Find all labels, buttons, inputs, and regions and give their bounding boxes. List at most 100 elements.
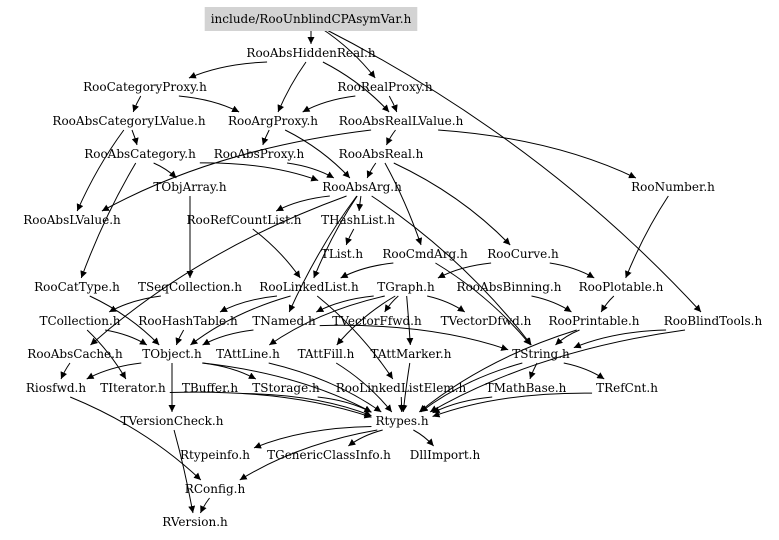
node-tseqcoll: TSeqCollection.h xyxy=(138,280,242,294)
node-tgeneric: TGenericClassInfo.h xyxy=(267,448,391,462)
edge-plotable-to-printable xyxy=(600,295,615,313)
node-curve: RooCurve.h xyxy=(487,247,559,261)
edge-tstorage-to-rtypes xyxy=(317,396,372,413)
node-label: TMathBase.h xyxy=(486,381,567,395)
edge-tnamed-to-tobject xyxy=(202,329,254,346)
node-label: RooAbsCategoryLValue.h xyxy=(52,114,205,128)
edge-roonumber-to-plotable xyxy=(625,195,669,279)
node-label: RooRealProxy.h xyxy=(337,80,432,94)
node-absreallv: RooAbsRealLValue.h xyxy=(339,114,464,128)
node-linkedelem: RooLinkedListElem.h xyxy=(336,381,467,395)
edge-absarg-to-tstring xyxy=(371,195,532,346)
edge-curve-to-tgraph xyxy=(437,262,492,279)
node-label: TSeqCollection.h xyxy=(138,280,242,294)
edge-tgraph-to-tattline xyxy=(268,295,385,346)
node-label: RooAbsHiddenReal.h xyxy=(246,46,375,60)
node-label: RooHashTable.h xyxy=(138,314,238,328)
edge-absarg-to-refcount xyxy=(275,195,330,212)
edge-trefcnt-to-rtypes xyxy=(432,392,593,418)
node-tobject: TObject.h xyxy=(142,347,202,361)
node-tattfill: TAttFill.h xyxy=(298,347,355,361)
node-label: RooCmdArg.h xyxy=(382,247,468,261)
node-label: RConfig.h xyxy=(185,482,246,496)
edge-tversioncheck-to-rversion xyxy=(173,429,196,514)
node-label: TList.h xyxy=(321,247,364,261)
node-trefcnt: TRefCnt.h xyxy=(596,381,658,395)
node-tversioncheck: TVersionCheck.h xyxy=(121,414,224,428)
node-cmdarg: RooCmdArg.h xyxy=(382,247,468,261)
edge-abscat-to-cattype xyxy=(80,162,137,279)
node-label: TGraph.h xyxy=(377,280,435,294)
node-realproxy: RooRealProxy.h xyxy=(337,80,432,94)
edge-absarg-to-tnamed xyxy=(288,195,358,313)
node-label: TAttMarker.h xyxy=(371,347,452,361)
edge-root-to-realproxy xyxy=(320,27,376,79)
node-label: DllImport.h xyxy=(410,448,481,462)
edge-thashlist-to-tlist xyxy=(345,228,355,246)
node-label: RooCurve.h xyxy=(487,247,559,261)
edge-blindtools-to-rtypes xyxy=(429,329,686,413)
node-label: TObject.h xyxy=(142,347,202,361)
edge-rtypes-to-dllimport xyxy=(413,429,434,447)
edge-absreal-to-cmdarg xyxy=(384,162,423,246)
node-linkedlist: RooLinkedList.h xyxy=(259,280,359,294)
node-label: TObjArray.h xyxy=(153,180,227,194)
node-label: RooLinkedList.h xyxy=(259,280,359,294)
node-tnamed: TNamed.h xyxy=(252,314,316,328)
dependency-edges xyxy=(60,27,702,514)
edge-tcollection-to-titerator xyxy=(86,329,127,380)
header-nodes: include/RooUnblindCPAsymVar.hRooAbsHidde… xyxy=(23,7,762,529)
node-hashtable: RooHashTable.h xyxy=(138,314,238,328)
node-roonumber: RooNumber.h xyxy=(631,180,715,194)
node-label: RooArgProxy.h xyxy=(228,114,318,128)
edge-tattfill-to-rtypes xyxy=(335,362,393,413)
edge-tstring-to-trefcnt xyxy=(563,362,605,380)
edge-realproxy-to-absreallv xyxy=(388,95,398,113)
edge-catproxy-to-abscatlv xyxy=(132,95,142,113)
edge-linkedlist-to-tobject xyxy=(190,295,291,346)
edge-realproxy-to-argproxy xyxy=(302,95,356,113)
node-catproxy: RooCategoryProxy.h xyxy=(83,80,207,94)
node-printable: RooPrintable.h xyxy=(548,314,639,328)
node-abslv: RooAbsLValue.h xyxy=(23,213,121,227)
node-tattline: TAttLine.h xyxy=(216,347,280,361)
edge-abscache-to-riosfwd xyxy=(60,362,71,380)
edge-hidden-to-argproxy xyxy=(277,61,307,113)
edge-catproxy-to-argproxy xyxy=(178,95,240,113)
edge-absreallv-to-abslv xyxy=(101,129,372,212)
edge-rconfig-to-rversion xyxy=(200,497,210,514)
edge-absarg-to-linkedlist xyxy=(313,195,358,279)
edge-linkedlist-to-hashtable xyxy=(219,295,278,313)
edge-tcollection-to-tobject xyxy=(105,329,148,346)
node-abscatlv: RooAbsCategoryLValue.h xyxy=(52,114,205,128)
edge-tobject-to-rtypes xyxy=(202,362,372,413)
node-tlist: TList.h xyxy=(321,247,364,261)
node-absarg: RooAbsArg.h xyxy=(322,180,402,194)
edge-absreallv-to-absreal xyxy=(386,129,396,146)
node-label: RooAbsLValue.h xyxy=(23,213,121,227)
node-label: RooPrintable.h xyxy=(548,314,639,328)
node-cattype: RooCatType.h xyxy=(34,280,120,294)
edge-abscatlv-to-abscat xyxy=(131,129,139,146)
node-abscache: RooAbsCache.h xyxy=(27,347,123,361)
edge-cattype-to-tobject xyxy=(89,295,160,346)
edge-hidden-to-catproxy xyxy=(188,61,268,79)
node-label: TNamed.h xyxy=(252,314,316,328)
edge-tattline-to-rtypes xyxy=(268,362,382,413)
node-label: Riosfwd.h xyxy=(26,381,86,395)
edge-tmathbase-to-rtypes xyxy=(432,396,493,414)
node-label: TVersionCheck.h xyxy=(121,414,224,428)
edge-titerator-to-rtypes xyxy=(169,391,372,419)
edge-absreal-to-absarg xyxy=(366,162,377,179)
node-label: TCollection.h xyxy=(39,314,120,328)
edge-rtypes-to-rtypeinfo xyxy=(253,426,372,449)
edge-abscat-to-absarg xyxy=(199,162,319,182)
node-label: TVectorDfwd.h xyxy=(441,314,532,328)
node-refcount: RooRefCountList.h xyxy=(186,213,301,227)
edge-tgraph-to-tattmarker xyxy=(406,295,414,346)
edge-hashtable-to-tobject xyxy=(175,329,185,346)
edge-tgraph-to-tnamed xyxy=(316,295,374,313)
edge-absproxy-to-absarg xyxy=(287,162,335,179)
node-label: RooAbsCategory.h xyxy=(84,147,196,161)
edge-blindtools-to-tstring xyxy=(573,329,667,349)
